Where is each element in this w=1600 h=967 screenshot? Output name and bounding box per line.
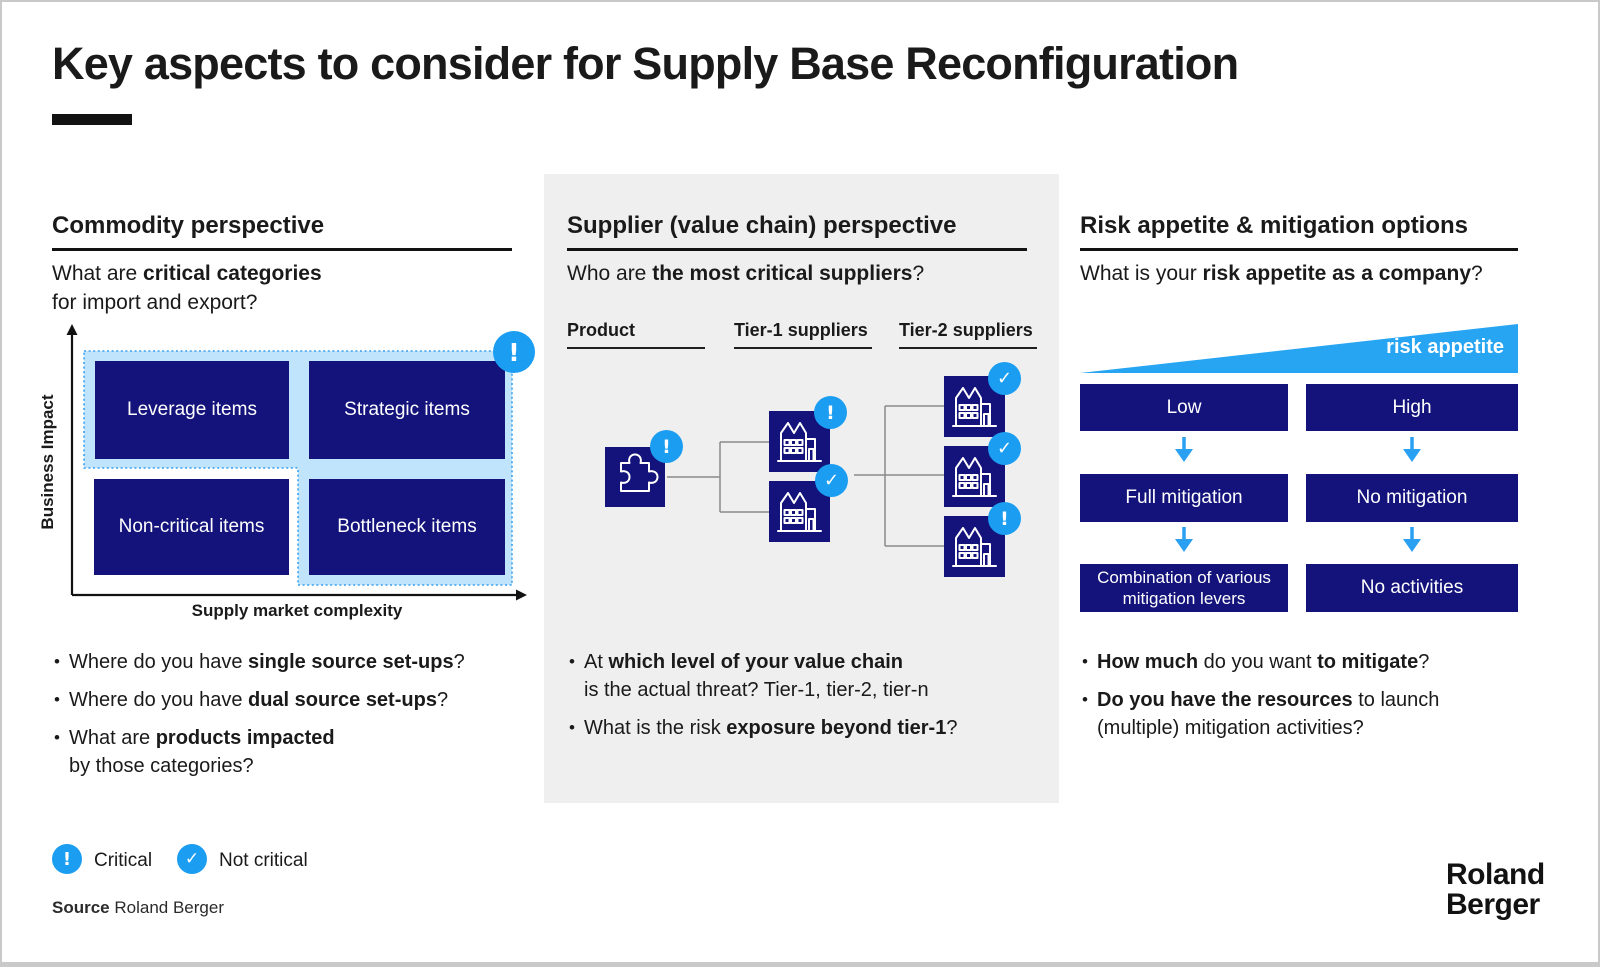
supplier-heading: Supplier (value chain) perspective [567, 212, 957, 239]
quadrant-strategic-items: Strategic items [309, 361, 505, 459]
critical-exclamation-icon: ! [52, 844, 82, 874]
source-note: Source Roland Berger [52, 898, 224, 917]
arrow-down-icon [1403, 437, 1421, 462]
quadrant-leverage-items: Leverage items [95, 361, 289, 459]
critical-exclamation-icon: ! [988, 502, 1021, 535]
y-axis-label: Business Impact [38, 394, 57, 530]
flow-box-full-mitigation: Full mitigation [1080, 474, 1288, 522]
quadrant-non-critical-items: Non-critical items [94, 479, 289, 575]
check-icon: ✓ [177, 844, 207, 874]
legend-not-critical-label: Not critical [219, 850, 308, 871]
heading-rule [567, 248, 1027, 251]
roland-berger-logo: Roland Berger [1446, 860, 1545, 920]
value-chain-connectors [667, 405, 944, 547]
arrow-down-icon [1175, 437, 1193, 462]
bullet-item: Do you have the resources to launch(mult… [1080, 686, 1550, 742]
y-axis-arrow-icon [66, 324, 78, 335]
tier1-column-label: Tier-1 suppliers [734, 320, 872, 349]
tier2-column-label: Tier-2 suppliers [899, 320, 1037, 349]
check-icon: ✓ [988, 362, 1021, 395]
arrow-down-icon [1175, 527, 1193, 552]
heading-rule [1080, 248, 1518, 251]
arrow-down-icon [1403, 527, 1421, 552]
product-column-label: Product [567, 320, 705, 349]
quadrant-bottleneck-items: Bottleneck items [309, 479, 505, 575]
flow-box-low: Low [1080, 384, 1288, 431]
bullet-item: How much do you want to mitigate? [1080, 648, 1550, 676]
puzzle-icon [620, 453, 659, 492]
flow-box-high: High [1306, 384, 1518, 431]
heading-rule [52, 248, 512, 251]
critical-exclamation-icon: ! [814, 396, 847, 429]
flow-box-no-activities: No activities [1306, 564, 1518, 612]
risk-appetite-wedge [1080, 324, 1518, 373]
check-icon: ✓ [815, 464, 848, 497]
risk-question: What is your risk appetite as a company? [1080, 262, 1483, 285]
check-icon: ✓ [988, 432, 1021, 465]
commodity-bullets: Where do you have single source set-ups?… [52, 648, 527, 790]
bullet-item: Where do you have dual source set-ups? [52, 686, 527, 714]
x-axis-label: Supply market complexity [191, 601, 403, 620]
risk-bullets: How much do you want to mitigate? Do you… [1080, 648, 1550, 752]
logo-line: Berger [1446, 888, 1540, 921]
page-title: Key aspects to consider for Supply Base … [52, 38, 1239, 89]
critical-exclamation-icon: ! [493, 331, 535, 373]
risk-appetite-label: risk appetite [1386, 336, 1504, 358]
risk-heading: Risk appetite & mitigation options [1080, 212, 1469, 239]
flow-box-no-mitigation: No mitigation [1306, 474, 1518, 522]
bullet-item: What is the risk exposure beyond tier-1? [567, 714, 1047, 742]
supplier-question: Who are the most critical suppliers? [567, 262, 925, 285]
x-axis-arrow-icon [516, 589, 527, 601]
legend-critical-label: Critical [94, 850, 153, 871]
bullet-item: Where do you have single source set-ups? [52, 648, 527, 676]
critical-exclamation-icon: ! [650, 430, 683, 463]
logo-line: Roland [1446, 858, 1545, 891]
commodity-heading: Commodity perspective [52, 212, 325, 239]
title-accent-bar [52, 114, 132, 125]
flow-box-combination-levers: Combination of various mitigation levers [1080, 564, 1288, 612]
